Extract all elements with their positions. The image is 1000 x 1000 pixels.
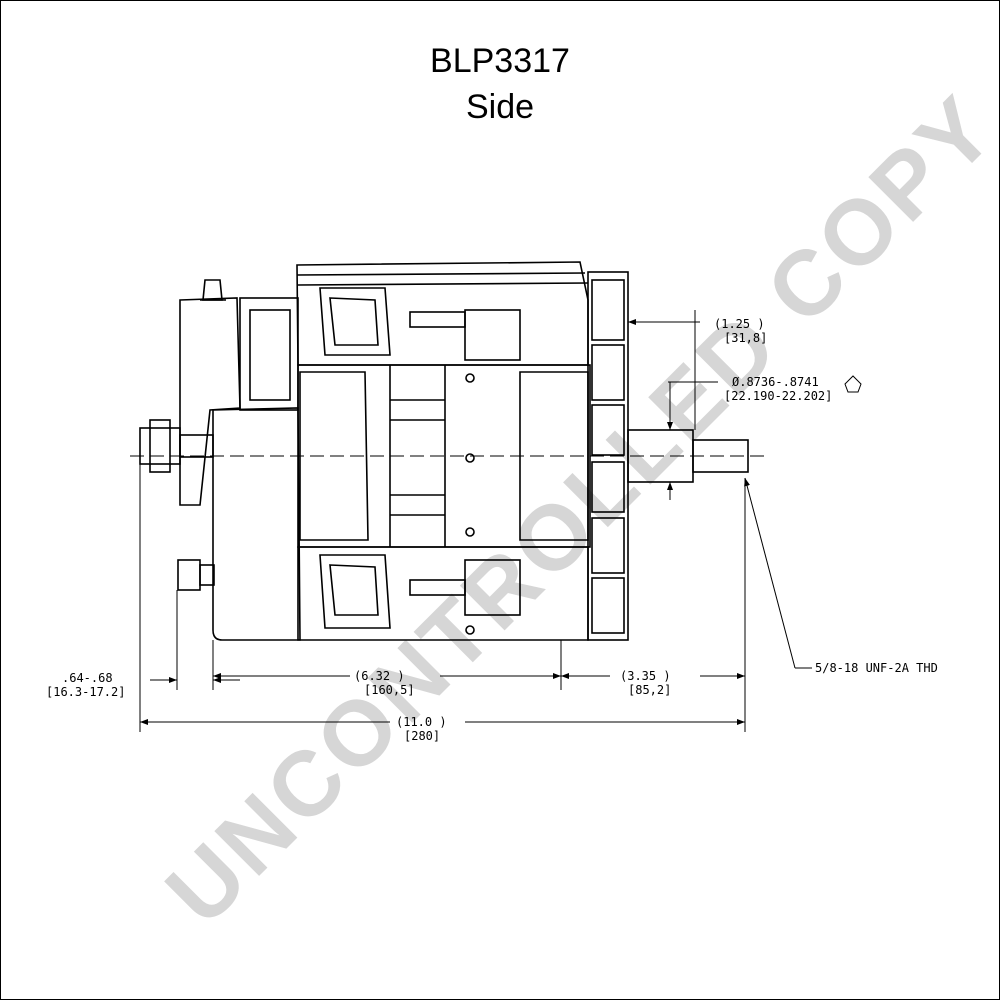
dim-top-right-mm: [31,8] bbox=[724, 331, 767, 345]
dim-overall-mm: [280] bbox=[404, 729, 440, 743]
dim-thread: 5/8-18 UNF-2A THD bbox=[815, 661, 938, 675]
dim-shaft-diameter-in: Ø.8736-.8741 bbox=[732, 375, 819, 389]
dim-shaft-diameter-mm: [22.190-22.202] bbox=[724, 389, 832, 403]
drawing-title: BLP3317 bbox=[430, 42, 570, 80]
dim-terminal-mm: [16.3-17.2] bbox=[46, 685, 125, 699]
dim-body-in: (6.32 ) bbox=[354, 669, 405, 683]
dim-overall-in: (11.0 ) bbox=[396, 715, 447, 729]
dim-shaft-length-mm: [85,2] bbox=[628, 683, 671, 697]
watermark-text: UNCONTROLLED COPY bbox=[147, 76, 1000, 944]
drawing-subtitle: Side bbox=[465, 88, 535, 126]
dim-shaft-length-in: (3.35 ) bbox=[620, 669, 671, 683]
surface-finish-icon bbox=[844, 375, 862, 393]
dimension-lines bbox=[130, 310, 812, 732]
dim-terminal-in: .64-.68 bbox=[62, 671, 113, 685]
dim-body-mm: [160,5] bbox=[364, 683, 415, 697]
dim-top-right-in: (1.25 ) bbox=[714, 317, 765, 331]
